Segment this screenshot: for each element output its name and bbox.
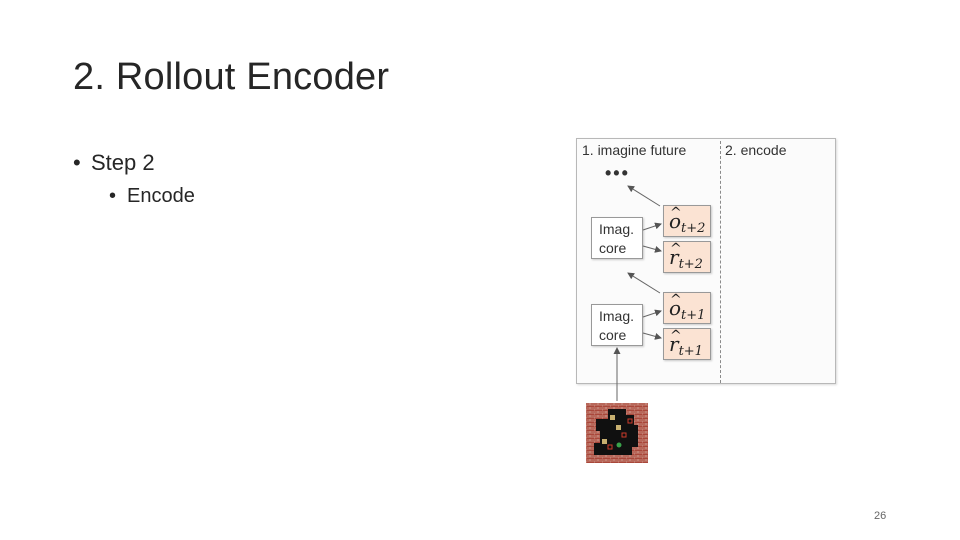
encode-label: 2. encode (725, 142, 787, 158)
bullet-text: Step 2 (91, 150, 155, 175)
imagination-core-2: Imag. core (591, 217, 643, 259)
bullet-list: • Step 2 • Encode (73, 148, 195, 211)
prediction-symbol: o (669, 209, 682, 233)
imag-core-line1: Imag. (599, 308, 635, 324)
ellipsis: ••• (605, 163, 630, 183)
predicted-reward-t2: ^rt+2 (663, 241, 711, 273)
predicted-observation-t1: ^ot+1 (663, 292, 711, 324)
bullet-marker: • (109, 185, 117, 207)
rollout-diagram: 1. imagine future 2. encode ••• Imag. co… (576, 138, 836, 384)
prediction-subscript: t+2 (681, 221, 706, 236)
imag-core-line1: Imag. (599, 221, 635, 237)
bullet-step-2: • Step 2 (73, 148, 195, 178)
panel-divider (720, 141, 721, 383)
prediction-symbol: r (669, 332, 679, 356)
prediction-symbol: r (669, 245, 679, 269)
imag-core-line2: core (599, 240, 627, 256)
predicted-reward-t1: ^rt+1 (663, 328, 711, 360)
imag-core-line2: core (599, 327, 627, 343)
hat-accent: ^ (670, 328, 682, 344)
sokoban-frame-image (586, 403, 648, 463)
prediction-symbol: o (669, 296, 682, 320)
prediction-subscript: t+1 (681, 308, 706, 323)
imagination-core-1: Imag. core (591, 304, 643, 346)
predicted-observation-t2: ^ot+2 (663, 205, 711, 237)
page-number: 26 (874, 510, 887, 522)
hat-accent: ^ (670, 241, 682, 257)
imagine-future-label: 1. imagine future (582, 142, 687, 158)
slide-title: 2. Rollout Encoder (73, 56, 390, 98)
hat-accent: ^ (670, 292, 682, 308)
prediction-subscript: t+2 (678, 257, 703, 272)
prediction-subscript: t+1 (678, 344, 703, 359)
bullet-encode: • Encode (109, 181, 195, 211)
bullet-marker: • (73, 150, 81, 175)
bullet-text: Encode (127, 185, 195, 207)
hat-accent: ^ (670, 205, 682, 221)
